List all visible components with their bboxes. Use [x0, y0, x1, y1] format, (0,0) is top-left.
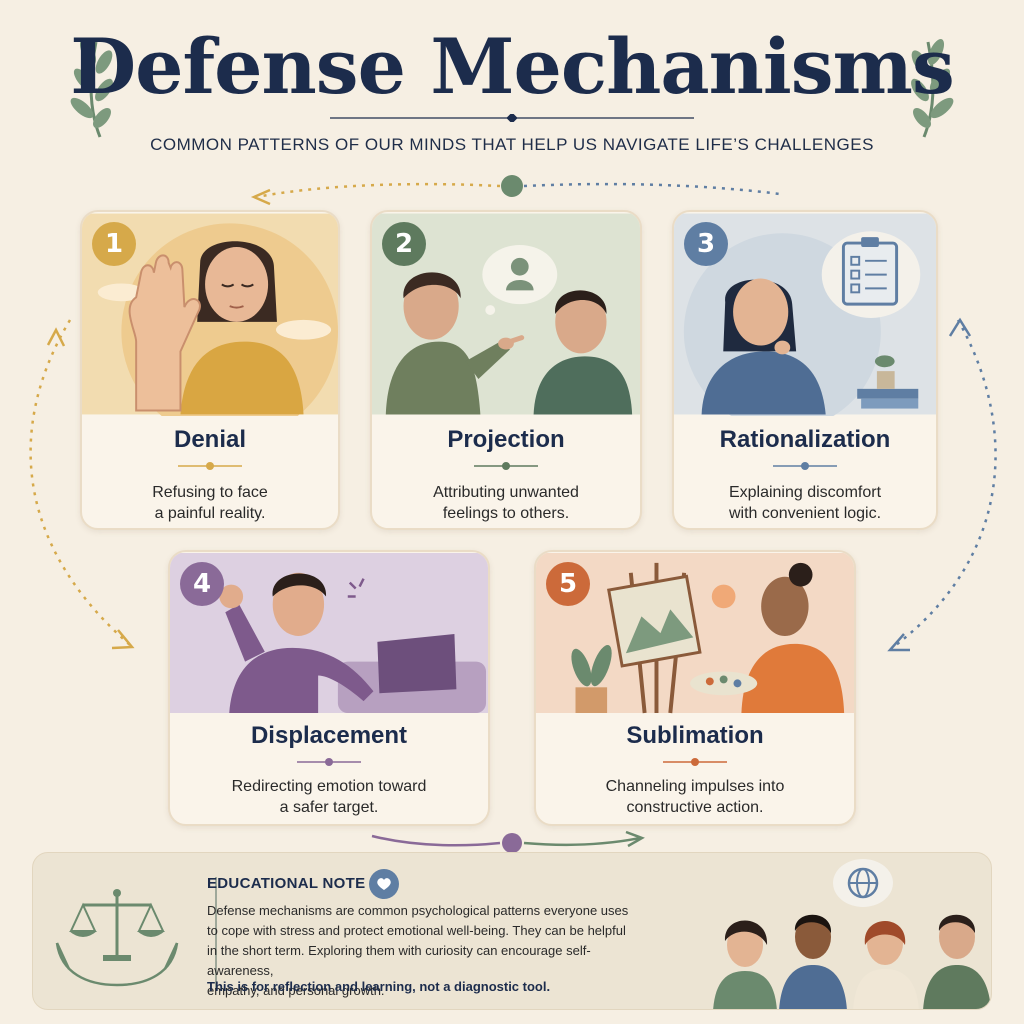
heart-icon — [369, 869, 399, 899]
diverse-people-group-icon — [713, 859, 991, 1009]
card-projection: 2 Projection Attributing unwanted feelin… — [370, 210, 642, 530]
step-number-badge: 5 — [546, 562, 590, 606]
balance-scale-hands-icon — [55, 889, 179, 987]
card-divider — [297, 758, 361, 766]
laurel-branch-icon — [70, 39, 113, 138]
laurel-branch-icon — [911, 39, 954, 138]
mechanism-name: Sublimation — [626, 722, 764, 749]
sublimation-illustration — [536, 552, 854, 714]
card-divider — [663, 758, 727, 766]
card-divider — [178, 462, 242, 470]
card-sublimation: 5 Sublimation Channeling impulses into c… — [534, 550, 856, 826]
card-denial: 1 Denial Refusing to face a painful real… — [80, 210, 340, 530]
step-number-badge: 4 — [180, 562, 224, 606]
mechanism-description: Channeling impulses into constructive ac… — [605, 778, 785, 816]
title-divider — [330, 114, 694, 122]
note-disclaimer: This is for reflection and learning, not… — [207, 979, 551, 994]
card-rationalization: 3 Rationalization Explaining discomfort … — [672, 210, 938, 530]
card-divider — [773, 462, 837, 470]
card-displacement: 4 Displacement Redirecting emotion towar… — [168, 550, 490, 826]
painting-easel-icon — [536, 553, 854, 714]
mechanism-description: Redirecting emotion toward a safer targe… — [231, 778, 427, 816]
mechanism-name: Rationalization — [719, 426, 891, 453]
card-divider — [474, 462, 538, 470]
mechanism-name: Displacement — [250, 722, 408, 749]
page-title: Defense Mechanisms — [70, 22, 955, 111]
step-number-badge: 1 — [92, 222, 136, 266]
mechanism-description: Refusing to face a painful reality. — [152, 484, 268, 522]
note-title: EDUCATIONAL NOTE — [207, 875, 366, 892]
mechanism-description: Explaining discomfort with convenient lo… — [728, 484, 882, 522]
mechanism-name: Denial — [173, 426, 247, 453]
note-body: Defense mechanisms are common psychologi… — [207, 903, 629, 998]
mechanism-description: Attributing unwanted feelings to others. — [433, 484, 579, 522]
step-number-badge: 2 — [382, 222, 426, 266]
note-divider — [215, 877, 217, 989]
page-subtitle: COMMON PATTERNS OF OUR MINDS THAT HELP U… — [150, 135, 874, 154]
step-number-badge: 3 — [684, 222, 728, 266]
educational-note-panel: EDUCATIONAL NOTE Defense mechanisms are … — [32, 852, 992, 1010]
mechanism-name: Projection — [447, 426, 565, 453]
